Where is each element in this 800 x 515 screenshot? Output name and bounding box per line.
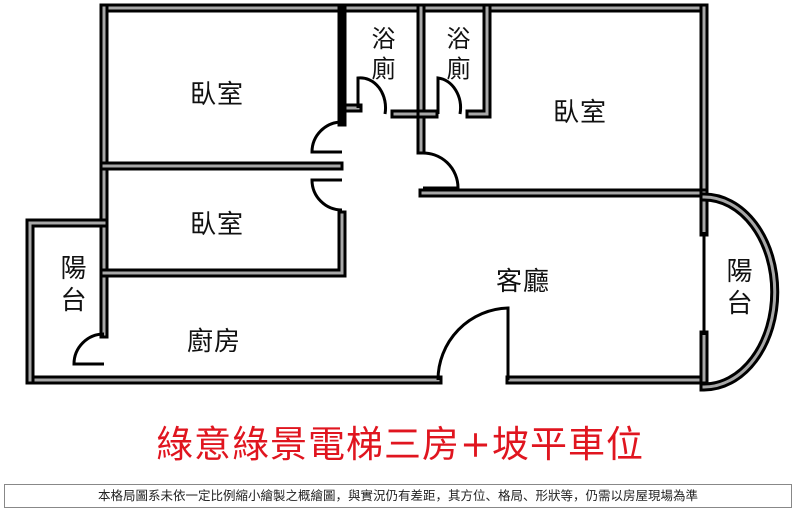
floor-plan (25, 3, 780, 392)
disclaimer-box: 本格局圖系未依一定比例縮小繪製之概繪圖，與實況仍有差距，其方位、格局、形狀等，仍… (4, 484, 792, 508)
room-label-bedroom-1: 臥室 (190, 80, 245, 110)
room-label-bathroom-2: 浴廁 (442, 26, 470, 86)
listing-title: 綠意綠景電梯三房+坡平車位 (155, 423, 644, 466)
room-label-kitchen: 廚房 (187, 327, 242, 357)
room-label-bedroom-2: 臥室 (553, 98, 608, 128)
room-label-bedroom-3: 臥室 (190, 210, 245, 240)
room-label-balcony-right: 陽台 (722, 257, 752, 321)
room-label-balcony-left: 陽台 (56, 254, 86, 318)
doors (72, 76, 510, 381)
room-label-living-room: 客廳 (496, 267, 551, 297)
room-label-bathroom-1: 浴廁 (367, 26, 395, 86)
walls (25, 3, 780, 392)
